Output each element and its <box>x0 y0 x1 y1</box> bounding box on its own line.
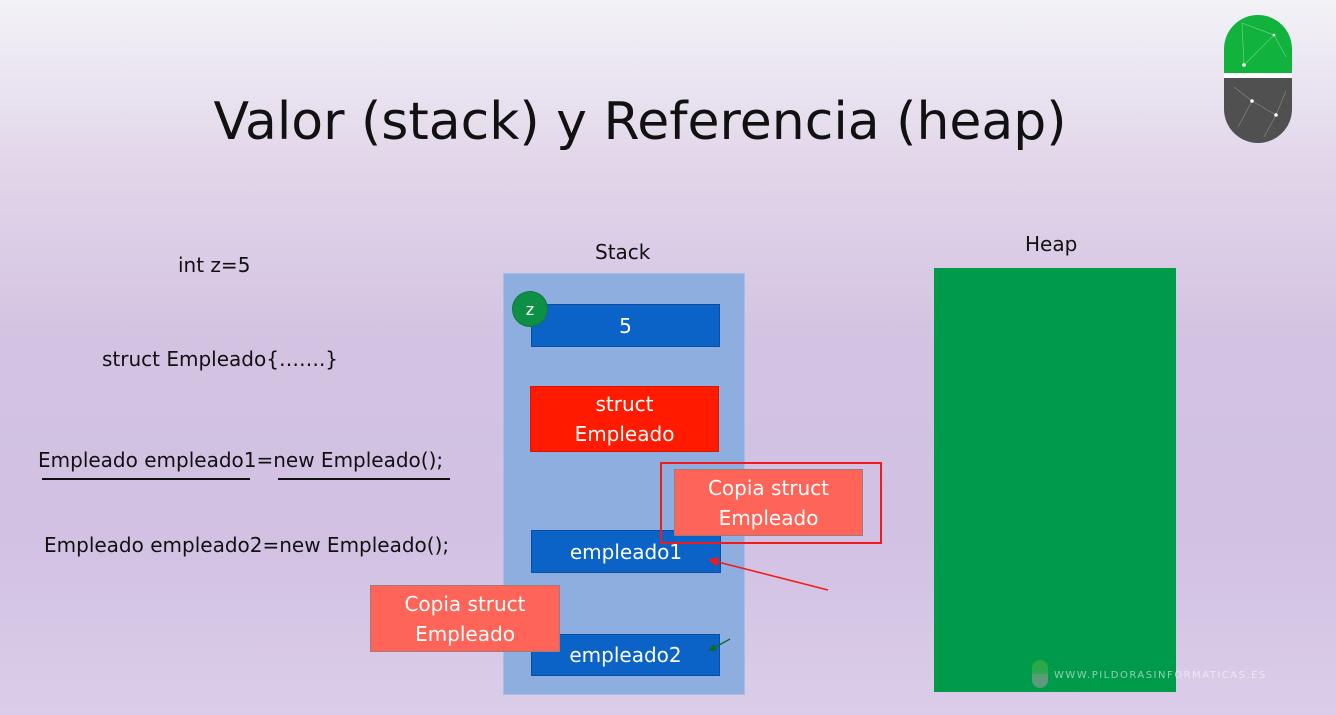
stack-empleado2-box: empleado2 <box>531 634 720 676</box>
stack-label: Stack <box>595 240 651 264</box>
watermark-url: WWW.PILDORASINFORMATICAS.ES <box>1054 670 1267 681</box>
slide-title: Valor (stack) y Referencia (heap) <box>213 92 1067 152</box>
underline-declaration <box>42 478 250 480</box>
copy-arrow-green <box>708 638 731 651</box>
copy1-line1: Copia struct <box>707 475 830 500</box>
copy-highlight-frame <box>660 462 882 544</box>
copy1-line2: Empleado <box>718 505 819 530</box>
pildoras-logo-icon <box>1224 15 1292 143</box>
code-int-declaration: int z=5 <box>178 253 251 277</box>
underline-new-expression <box>278 478 450 480</box>
stack-value-box: 5 <box>531 304 720 347</box>
code-empleado2-instantiation: Empleado empleado2=new Empleado(); <box>44 533 450 557</box>
code-struct-definition: struct Empleado{…….} <box>102 347 339 371</box>
heap-memory-panel <box>934 268 1176 692</box>
stack-struct-line2: Empleado <box>574 422 675 446</box>
variable-z-badge: z <box>512 291 548 327</box>
stack-struct-box: struct Empleado <box>530 386 719 452</box>
copy-struct-box-1: Copia struct Empleado <box>674 469 863 536</box>
copy-arrow-red <box>708 557 829 591</box>
heap-label: Heap <box>1025 232 1078 256</box>
copy2-line2: Empleado <box>415 621 515 646</box>
stack-struct-line1: struct <box>595 392 654 416</box>
watermark-logo-icon <box>1032 660 1048 688</box>
copy2-line1: Copia struct <box>404 591 526 616</box>
stack-empleado1-box: empleado1 <box>531 530 721 573</box>
code-empleado1-instantiation: Empleado empleado1=new Empleado(); <box>38 448 444 472</box>
stack-empleado2-text: empleado2 <box>569 643 682 667</box>
copy-struct-box-2: Copia struct Empleado <box>370 585 560 652</box>
stack-value-text: 5 <box>619 313 632 338</box>
